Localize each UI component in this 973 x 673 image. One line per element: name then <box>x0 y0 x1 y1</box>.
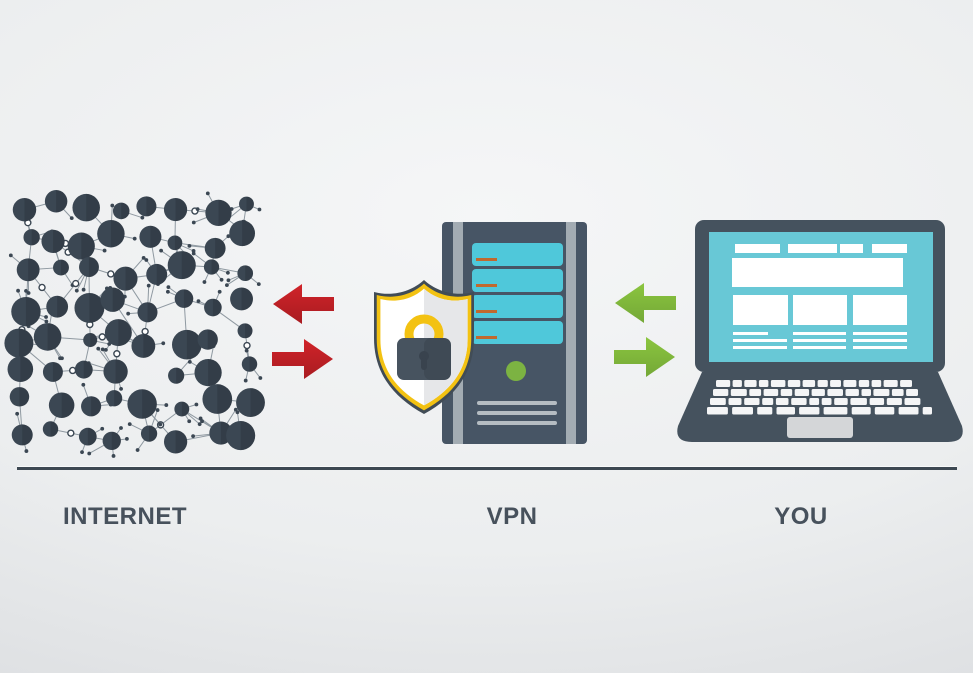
server-vents <box>477 401 557 425</box>
shield-lock-icon <box>374 280 474 414</box>
green-transfer-arrows-icon <box>614 283 676 377</box>
divider-line <box>17 467 957 470</box>
label-you: YOU <box>774 503 828 530</box>
arrow-right-green-icon <box>614 337 675 377</box>
vpn-server-icon <box>442 222 587 444</box>
arrow-left-red-icon <box>273 284 334 324</box>
label-internet: INTERNET <box>63 503 187 530</box>
laptop-keyboard <box>707 380 932 415</box>
laptop-base <box>677 372 963 442</box>
internet-network-icon <box>4 190 265 458</box>
browser-wireframe <box>732 244 907 349</box>
server-power-led <box>506 361 526 381</box>
arrow-right-red-icon <box>272 339 333 379</box>
padlock-icon <box>397 314 451 380</box>
laptop-trackpad <box>787 417 853 438</box>
label-vpn: VPN <box>486 503 538 530</box>
laptop-icon <box>677 220 963 442</box>
arrow-left-green-icon <box>615 283 676 323</box>
server-rail-right <box>566 222 576 444</box>
server-drive-bays <box>472 243 563 344</box>
red-transfer-arrows-icon <box>272 284 334 379</box>
